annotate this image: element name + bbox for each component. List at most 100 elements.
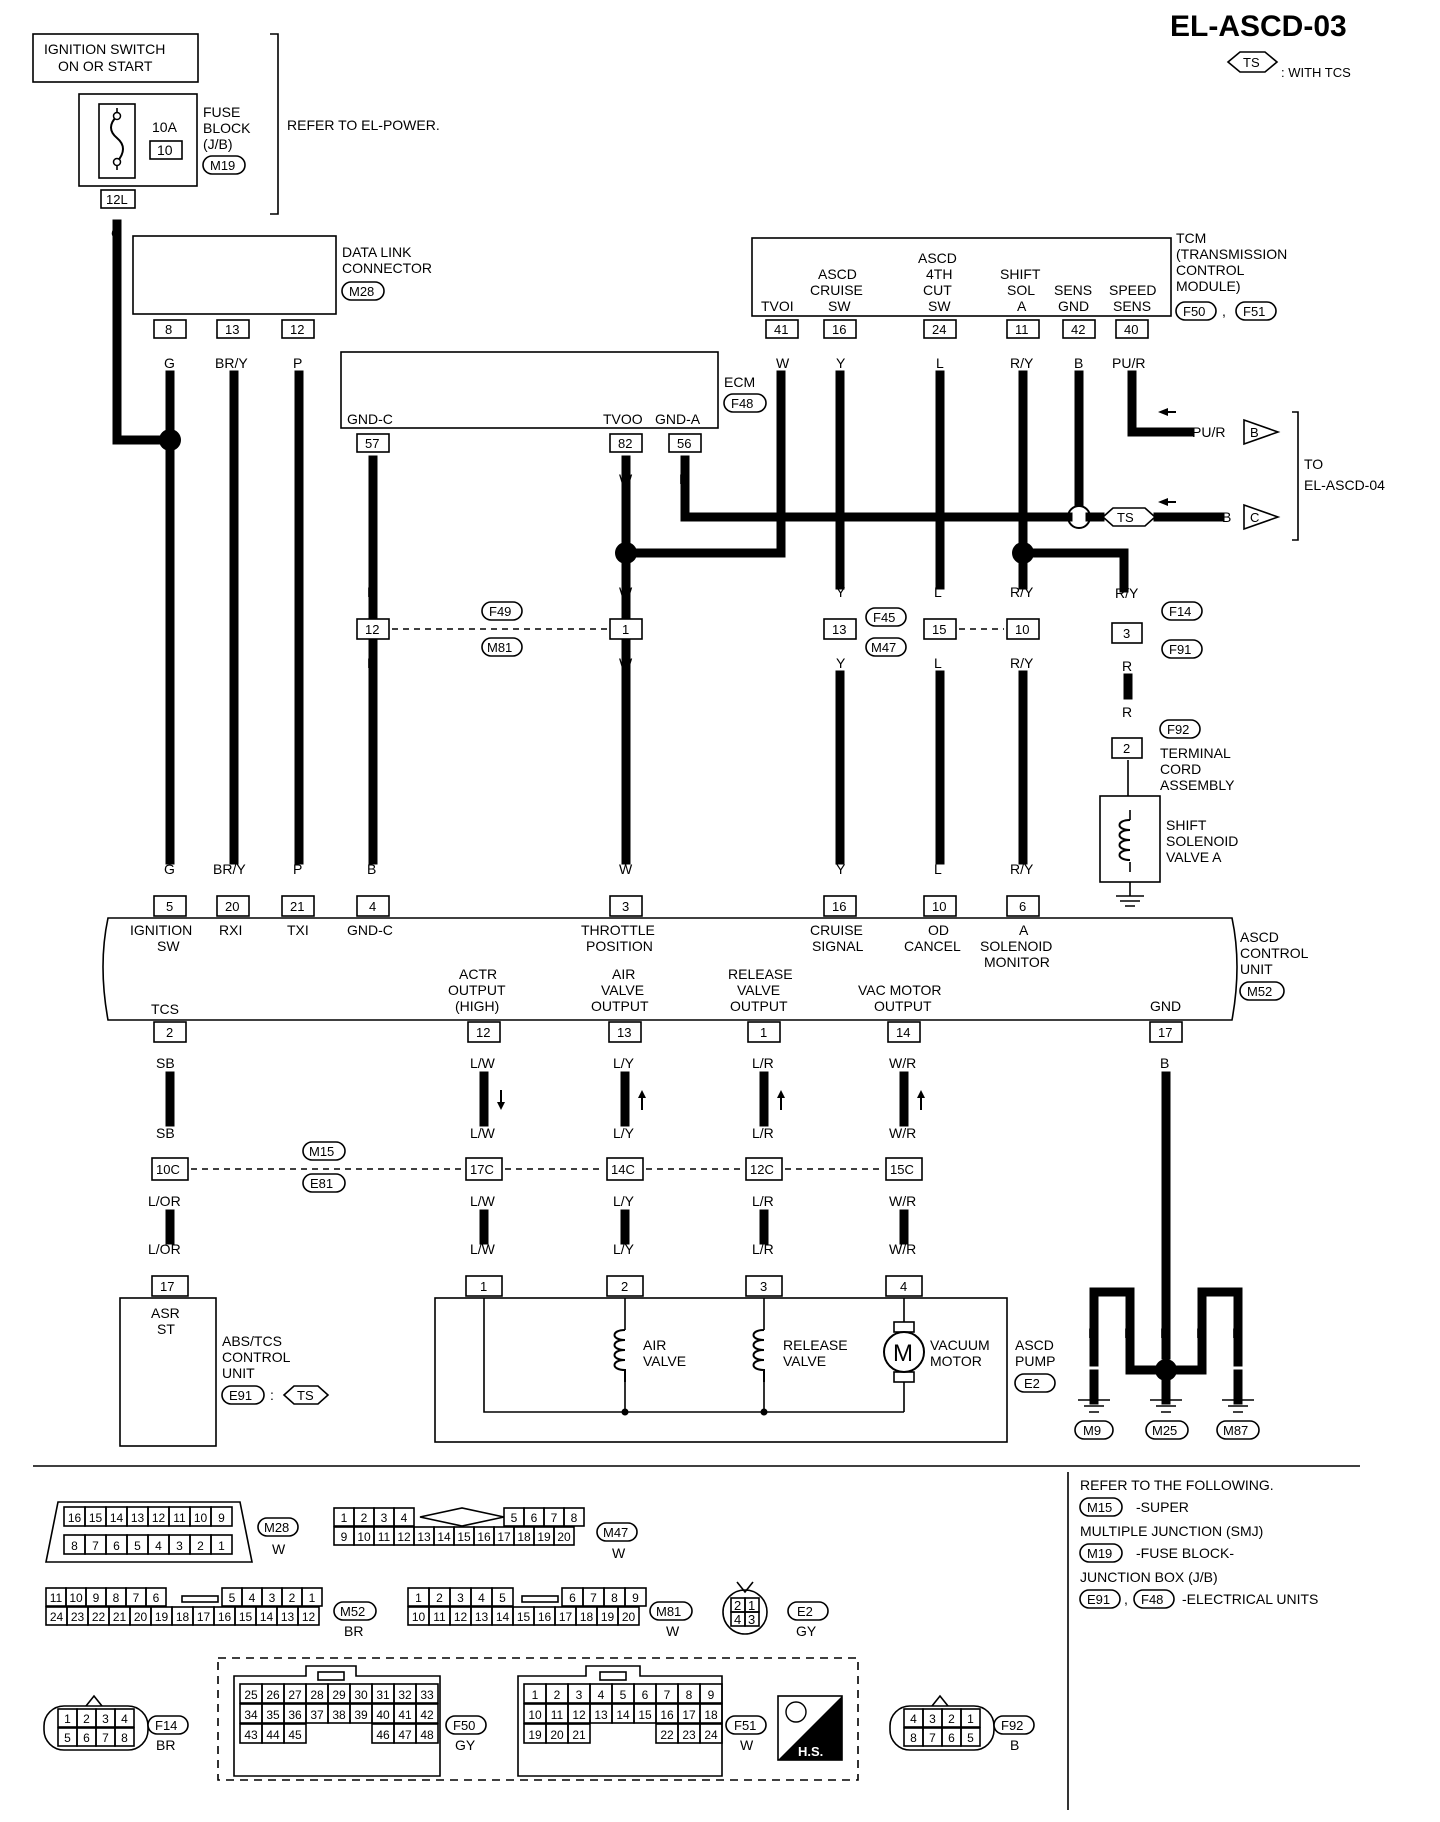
svg-text:W/R: W/R <box>889 1055 916 1071</box>
svg-text:L/R: L/R <box>752 1125 774 1141</box>
connector-pin-cell <box>567 1723 591 1744</box>
svg-text:BR: BR <box>344 1623 363 1639</box>
svg-text:TCM: TCM <box>1176 230 1206 246</box>
connector-pin-label: 41 <box>398 1708 412 1722</box>
svg-text:,: , <box>1124 1591 1128 1607</box>
svg-text:SOL: SOL <box>1007 282 1035 298</box>
svg-text:L/W: L/W <box>470 1193 496 1209</box>
connector-pin-label: 23 <box>682 1728 696 1742</box>
connector-pin-label: 2 <box>948 1712 955 1726</box>
connector-pin-label: 1 <box>532 1688 539 1702</box>
svg-text:Y: Y <box>836 655 846 671</box>
svg-text:B: B <box>1074 355 1083 371</box>
svg-text:VACUUM: VACUUM <box>930 1337 990 1353</box>
svg-text:F45: F45 <box>873 610 895 625</box>
connector-pin-label: 19 <box>528 1728 542 1742</box>
wire-tvoi <box>635 370 786 558</box>
connector-pin-cell <box>114 1708 135 1728</box>
svg-text:FUSE: FUSE <box>203 104 240 120</box>
connector-pin-label: 16 <box>538 1610 552 1624</box>
to-label: TO <box>1304 456 1323 472</box>
tcm-connector-group <box>217 1657 859 1781</box>
svg-text:REFER TO THE FOLLOWING.: REFER TO THE FOLLOWING. <box>1080 1477 1274 1493</box>
connector-pin-label: 45 <box>288 1728 302 1742</box>
svg-text:ASSEMBLY: ASSEMBLY <box>1160 777 1235 793</box>
svg-text:12C: 12C <box>750 1162 774 1177</box>
connector-pin-label: 2 <box>361 1511 368 1525</box>
svg-text:5: 5 <box>166 899 173 914</box>
connector-pin-label: 15 <box>638 1708 652 1722</box>
svg-text:17: 17 <box>1158 1025 1172 1040</box>
svg-text:ST: ST <box>157 1321 175 1337</box>
svg-text:P: P <box>293 355 302 371</box>
svg-text:11: 11 <box>1015 322 1029 337</box>
svg-text:14C: 14C <box>611 1162 635 1177</box>
svg-text:PUMP: PUMP <box>1015 1353 1055 1369</box>
wire-ry-branch <box>1018 548 1129 593</box>
svg-text:UNIT: UNIT <box>222 1365 255 1381</box>
svg-text:SW: SW <box>828 298 851 314</box>
connector-pin-label: 3 <box>929 1712 936 1726</box>
svg-text:Y: Y <box>836 861 846 877</box>
connector-pin-label: 10 <box>69 1591 83 1605</box>
svg-text:(J/B): (J/B) <box>203 136 233 152</box>
svg-text:B: B <box>1124 1325 1133 1341</box>
svg-text:MOTOR: MOTOR <box>930 1353 982 1369</box>
svg-text:Y: Y <box>836 584 846 600</box>
connector-pin-label: 10 <box>194 1511 208 1525</box>
svg-text:ON OR START: ON OR START <box>58 58 153 74</box>
connector-pin-label: 42 <box>420 1708 434 1722</box>
connector-pin-label: 4 <box>598 1688 605 1702</box>
connector-pin-label: 15 <box>517 1610 531 1624</box>
svg-text:CRUISE: CRUISE <box>810 922 863 938</box>
connector-pin-cell <box>415 1683 439 1704</box>
svg-text:G: G <box>164 355 175 371</box>
connector-pin-label: 18 <box>704 1708 718 1722</box>
svg-text:AIR: AIR <box>612 966 635 982</box>
svg-text:R: R <box>1122 658 1132 674</box>
svg-text:TCS: TCS <box>151 1001 179 1017</box>
data-link-connector: DATA LINK CONNECTOR M28 8 13 12 G BR/Y P <box>132 235 432 371</box>
svg-text:TERMINAL: TERMINAL <box>1160 745 1231 761</box>
ascd-pump: 1 2 3 4 M AIR VALVE RELEASE VALVE VACUUM… <box>434 1275 1056 1443</box>
connector-pin-label: 3 <box>102 1712 109 1726</box>
svg-text:15C: 15C <box>890 1162 914 1177</box>
connector-pin-label: 2 <box>197 1539 204 1553</box>
svg-text:IGNITION: IGNITION <box>130 922 192 938</box>
svg-text:CONTROL: CONTROL <box>1176 262 1245 278</box>
lower-wire-colors: SB L/W L/Y L/R W/R B SB L/W L/Y L/R W/R … <box>148 1055 1169 1257</box>
svg-text:SOLENOID: SOLENOID <box>1166 833 1238 849</box>
svg-text:3: 3 <box>760 1279 767 1294</box>
connector-pin-label: 21 <box>572 1728 586 1742</box>
connector-pin-cell <box>563 1507 585 1527</box>
connector-pin-label: 22 <box>660 1728 674 1742</box>
svg-text:6: 6 <box>1019 899 1026 914</box>
svg-text:10: 10 <box>157 142 173 158</box>
connector-pin-label: 13 <box>131 1511 145 1525</box>
connector-pin-label: 39 <box>354 1708 368 1722</box>
connector-pin-label: 20 <box>622 1610 636 1624</box>
connector-pin-label: 1 <box>415 1591 422 1605</box>
svg-text:W/R: W/R <box>889 1193 916 1209</box>
svg-text:VALVE A: VALVE A <box>1166 849 1222 865</box>
connector-pin-label: 29 <box>332 1688 346 1702</box>
svg-text:SB: SB <box>156 1125 175 1141</box>
svg-text:M47: M47 <box>603 1525 628 1540</box>
connector-pin-label: 11 <box>173 1511 186 1525</box>
svg-text:W: W <box>272 1541 286 1557</box>
connector-pin-cell <box>491 1587 514 1607</box>
svg-text:OUTPUT: OUTPUT <box>730 998 788 1014</box>
svg-text:SHIFT: SHIFT <box>1000 266 1041 282</box>
connector-pin-label: 36 <box>288 1708 302 1722</box>
connector-pin-label: 2 <box>289 1591 296 1605</box>
svg-text:1: 1 <box>760 1025 767 1040</box>
svg-text:F92: F92 <box>1001 1718 1023 1733</box>
svg-text:M19: M19 <box>210 158 235 173</box>
lower-wires <box>165 1071 1171 1360</box>
svg-text:VALVE: VALVE <box>783 1353 826 1369</box>
connector-pin-label: 1 <box>341 1511 348 1525</box>
svg-text:POSITION: POSITION <box>586 938 653 954</box>
ts-tag-gnd: TS <box>1101 507 1157 527</box>
fuse-block: 10A 10 FUSE BLOCK (J/B) M19 12L <box>78 93 251 209</box>
